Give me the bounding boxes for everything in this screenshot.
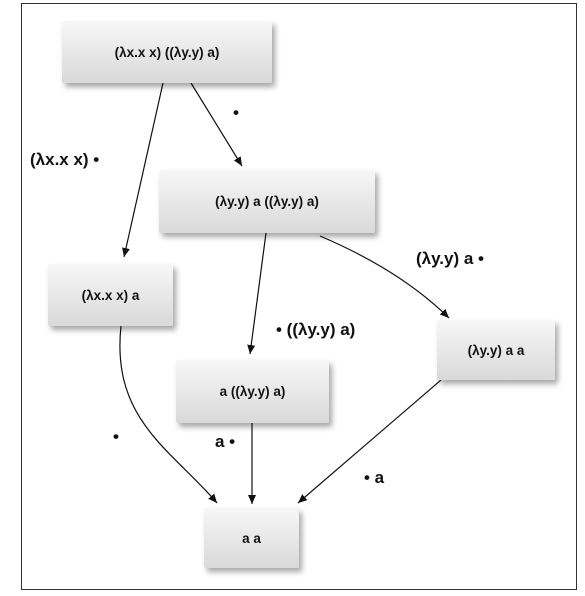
node-n4: a ((λy.y) a) — [176, 360, 329, 423]
edge-n1-n3 — [122, 82, 164, 258]
diagram-frame — [21, 3, 577, 590]
edge-label-n1-n2: • — [233, 103, 239, 122]
edge-label-n2-n4: • ((λy.y) a) — [276, 320, 356, 339]
edge-label-n2-n5: (λy.y) a • — [416, 249, 484, 268]
node-n2: (λy.y) a ((λy.y) a) — [159, 170, 375, 233]
node-n5: (λy.y) a a — [437, 320, 555, 380]
edge-label-n1-n3: (λx.x x) • — [30, 150, 100, 169]
node-n1: (λx.x x) ((λy.y) a) — [62, 21, 272, 83]
node-n3: (λx.x x) a — [48, 264, 173, 326]
edge-n3-n6 — [119, 325, 218, 504]
edge-n2-n4 — [247, 232, 267, 355]
edge-n1-n2 — [190, 82, 243, 167]
edge-label-n4-n6: a • — [215, 432, 236, 451]
node-n6: a a — [204, 508, 299, 568]
edge-label-n5-n6: • a — [364, 468, 385, 487]
edge-n2-n5 — [319, 235, 450, 319]
edge-n5-n6 — [297, 379, 442, 504]
edge-label-n3-n6: • — [113, 427, 119, 446]
